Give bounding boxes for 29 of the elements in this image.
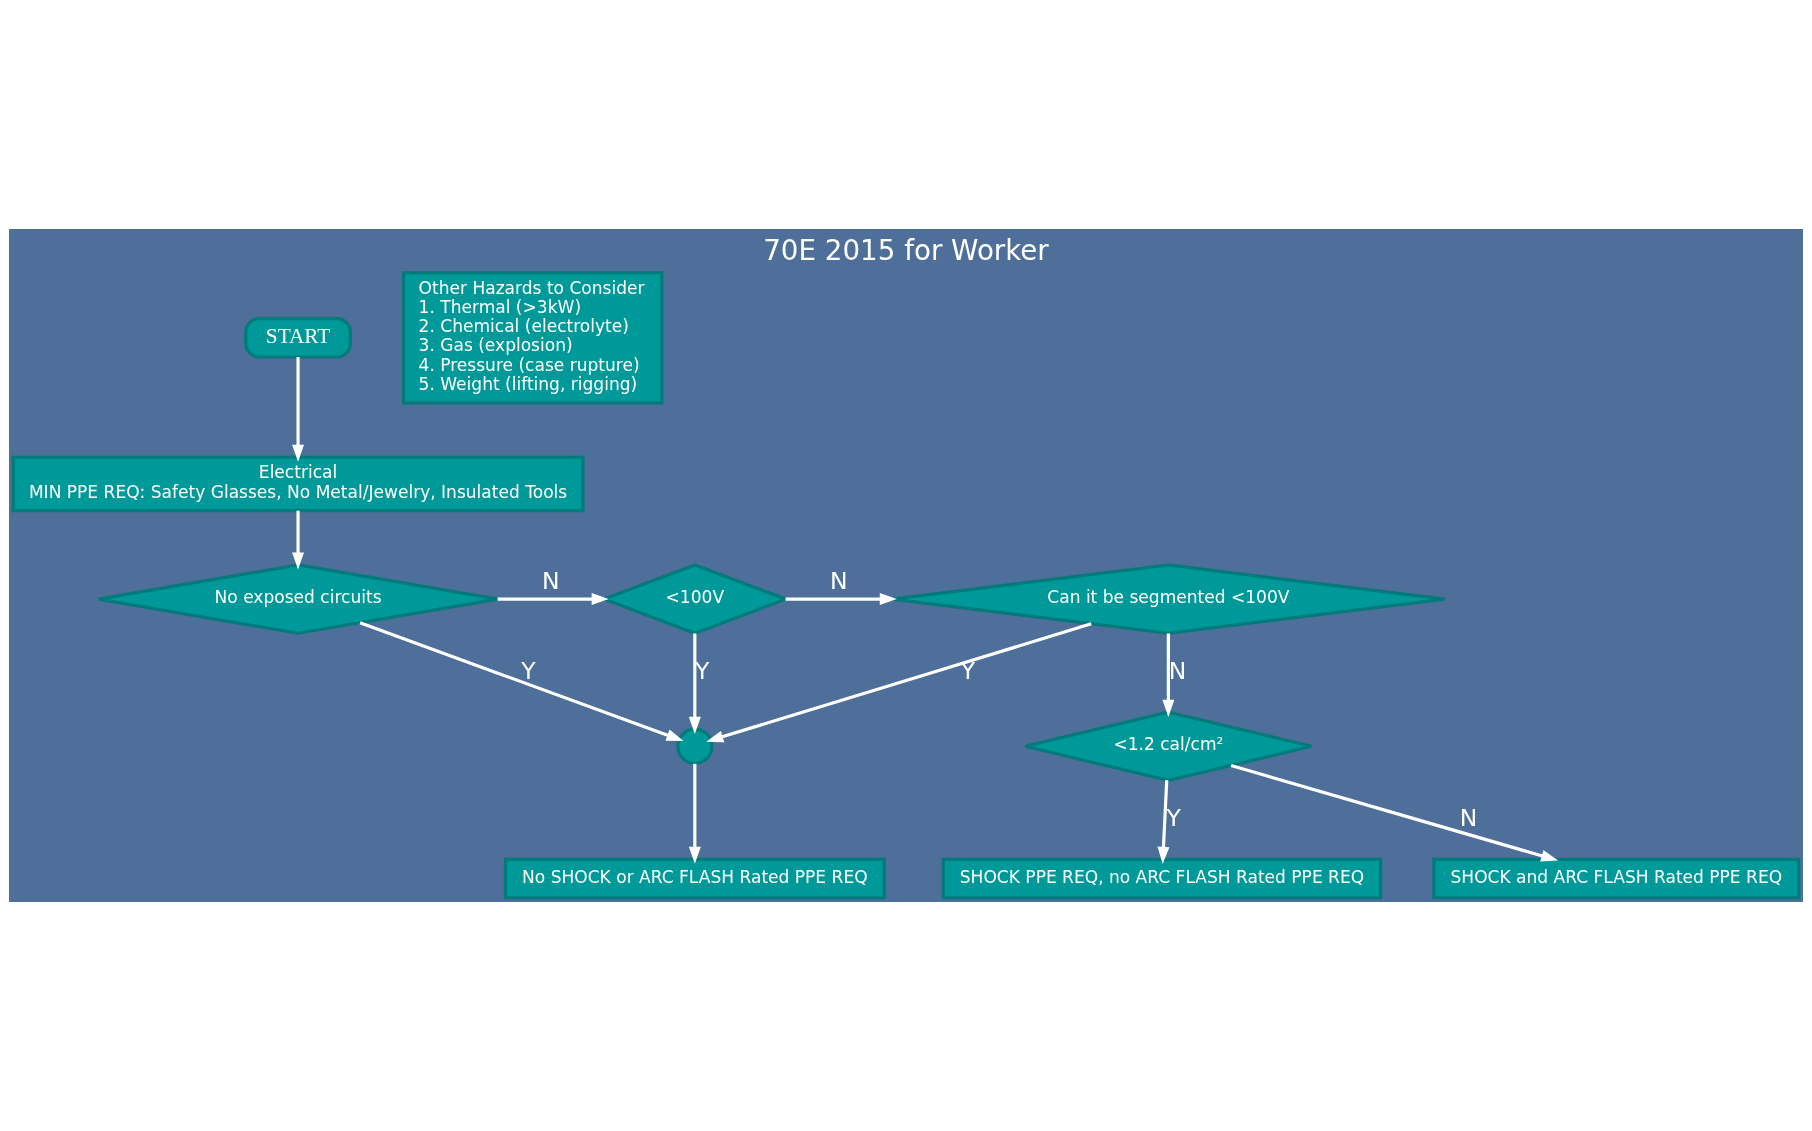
arrow [706, 622, 1092, 743]
arrow [688, 763, 701, 864]
edge-label: Y [695, 656, 710, 685]
node-box: SHOCK and ARC FLASH Rated PPE REQ [1432, 857, 1801, 900]
arrow [1162, 633, 1175, 717]
node-diamond: No exposed circuits [97, 563, 500, 635]
node-box: No SHOCK or ARC FLASH Rated PPE REQ [503, 857, 886, 900]
node-box: Other Hazards to Consider 1. Thermal (>3kW) 2. Chemical (electrolyte) 3. Gas (explosion) 4. Pressure (case rupture) 5. Weight (lifting, rigging) [402, 271, 664, 405]
node-diamond: <1.2 cal/cm² [1023, 710, 1313, 783]
edge-label: N [1168, 656, 1187, 685]
edge-label: Y [521, 656, 536, 685]
arrow [292, 510, 305, 570]
arrow [292, 357, 305, 462]
edge-label: N [830, 567, 848, 596]
edge-label: N [1459, 803, 1478, 832]
node-box: Electrical MIN PPE REQ: Safety Glasses, No Metal/Jewelry, Insulated Tools [11, 455, 585, 513]
arrow [497, 593, 609, 606]
diagram-title: 70E 2015 for Worker [763, 233, 1049, 267]
arrow [688, 633, 701, 734]
node-box: START [244, 317, 352, 359]
edge-label: Y [1166, 803, 1181, 832]
arrow [359, 621, 684, 742]
node-diamond: Can it be segmented <100V [890, 563, 1447, 635]
arrow [1230, 764, 1559, 862]
arrow [785, 593, 897, 606]
node-box: SHOCK PPE REQ, no ARC FLASH Rated PPE REQ [941, 857, 1383, 900]
edge-label: N [542, 567, 560, 596]
node-circle [676, 727, 714, 765]
arrow [1157, 780, 1170, 864]
